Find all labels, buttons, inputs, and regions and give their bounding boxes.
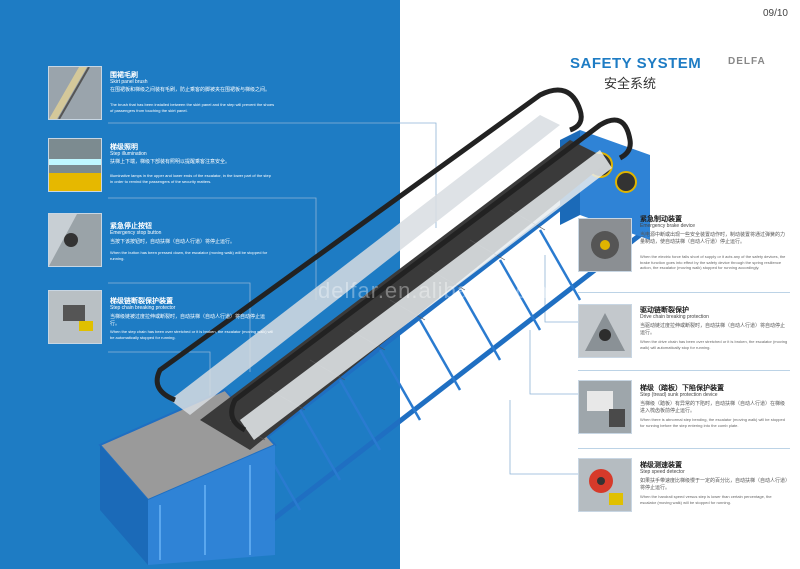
feature-desc-cn: 当按下该按钮时，自动扶梯（自动人行道）将停止运行。 xyxy=(110,239,236,245)
logo-text: DELFAR xyxy=(728,56,766,67)
sunk-sensor-icon xyxy=(579,381,631,433)
feature-title-cn: 驱动链断裂保护 xyxy=(640,307,689,314)
divider xyxy=(578,292,790,293)
emergency-stop-thumbnail xyxy=(48,213,102,267)
feature-title-en: Emergency brake device xyxy=(640,223,696,229)
balustrade-left xyxy=(170,115,560,415)
feature-desc-en: When the handrail speed versus step is l… xyxy=(640,494,772,505)
feature-title-cn: 梯级（踏板）下陷保护装置 xyxy=(640,385,724,392)
stop-button-icon xyxy=(49,214,101,266)
watermark: delfar.en.alibaba.com xyxy=(318,278,549,303)
skirt-brush-thumbnail xyxy=(48,66,102,120)
page-number: 09/10 xyxy=(762,8,788,19)
feature-desc-cn: 当梯级链被过度拉伸或断裂时，自动扶梯（自动人行道）将自动停止运行。 xyxy=(110,314,266,327)
drive-gear-icon-2 xyxy=(615,171,637,193)
step-illumination-thumbnail xyxy=(48,138,102,192)
feature-desc-cn: 扶梯上下端，梯级下部装有照明以提醒乘客注意安全。 xyxy=(110,159,231,165)
feature-desc-en: When the drive chain has been over stret… xyxy=(640,339,788,350)
feature-title-en: Step speed detector xyxy=(640,469,685,475)
lamp-icon xyxy=(49,139,101,191)
step-sunk-thumbnail xyxy=(578,380,632,434)
feature-desc-en: When the button has been pressed down, t… xyxy=(110,250,268,261)
feature-desc-en: When the step chain has been over stretc… xyxy=(110,329,274,340)
feature-desc-cn: 当驱动链过度拉伸或断裂时，自动扶梯（自动人行道）将自动停止运行。 xyxy=(640,323,786,336)
step-chain-thumbnail xyxy=(48,290,102,344)
feature-title-cn: 围裙毛刷 xyxy=(110,72,138,79)
feature-title-cn: 紧急停止按钮 xyxy=(110,223,152,230)
feature-title-cn: 梯级测速装置 xyxy=(640,462,682,469)
feature-title-en: Emergency stop button xyxy=(110,230,162,236)
divider xyxy=(578,370,790,371)
brake-icon xyxy=(579,219,631,271)
feature-desc-en: Illuminative lamps in the upper and lowe… xyxy=(110,173,271,184)
feature-desc-en: The brush that has been installed betwee… xyxy=(110,102,275,113)
feature-title-en: Step illumination xyxy=(110,151,147,157)
feature-desc-cn: 在围裙板和梯级之间装有毛刷，防止乘客的脚被夹在围裙板与梯级之间。 xyxy=(110,87,271,93)
balustrade-right xyxy=(240,150,612,440)
feature-title-en: Drive chain breaking protection xyxy=(640,314,709,320)
feature-title-en: Step chain breaking protector xyxy=(110,305,176,311)
feature-title-en: Step (tread) sunk protection device xyxy=(640,392,718,398)
page-title: SAFETY SYSTEM xyxy=(570,55,702,72)
step-band xyxy=(200,140,610,450)
handrail-left xyxy=(154,87,584,403)
divider xyxy=(578,448,790,449)
speed-detector-icon xyxy=(579,459,631,511)
feature-title-cn: 梯级照明 xyxy=(110,144,138,151)
drive-chain-thumbnail xyxy=(578,304,632,358)
feature-desc-cn: 如果扶手带速度比梯级慢于一定的百分比，自动扶梯（自动人行道）将停止运行。 xyxy=(640,478,788,491)
feature-desc-cn: 当电源中断或出现一些安全装置动作时，制动装置将通过弹簧的力量制动，使自动扶梯（自… xyxy=(640,232,786,245)
chain-icon xyxy=(49,291,101,343)
drive-chain-icon xyxy=(579,305,631,357)
speed-detector-thumbnail xyxy=(578,458,632,512)
delfar-logo: DELFAR xyxy=(726,50,766,72)
feature-desc-en: When there is abnormal step bending, the… xyxy=(640,417,785,428)
feature-title-cn: 紧急制动装置 xyxy=(640,216,682,223)
page-title-cn: 安全系统 xyxy=(604,76,657,91)
feature-desc-en: When the electric force falls short of s… xyxy=(640,254,786,270)
handrail-right xyxy=(229,117,633,433)
feature-title-en: Skirt panel brush xyxy=(110,79,148,85)
feature-desc-cn: 当梯级（踏板）有异常的下陷时，自动扶梯（自动人行道）在梯级进入梳齿板前停止运行。 xyxy=(640,401,786,414)
brush-icon xyxy=(49,67,101,119)
emergency-brake-thumbnail xyxy=(578,218,632,272)
feature-title-cn: 梯级链断裂保护装置 xyxy=(110,298,173,305)
